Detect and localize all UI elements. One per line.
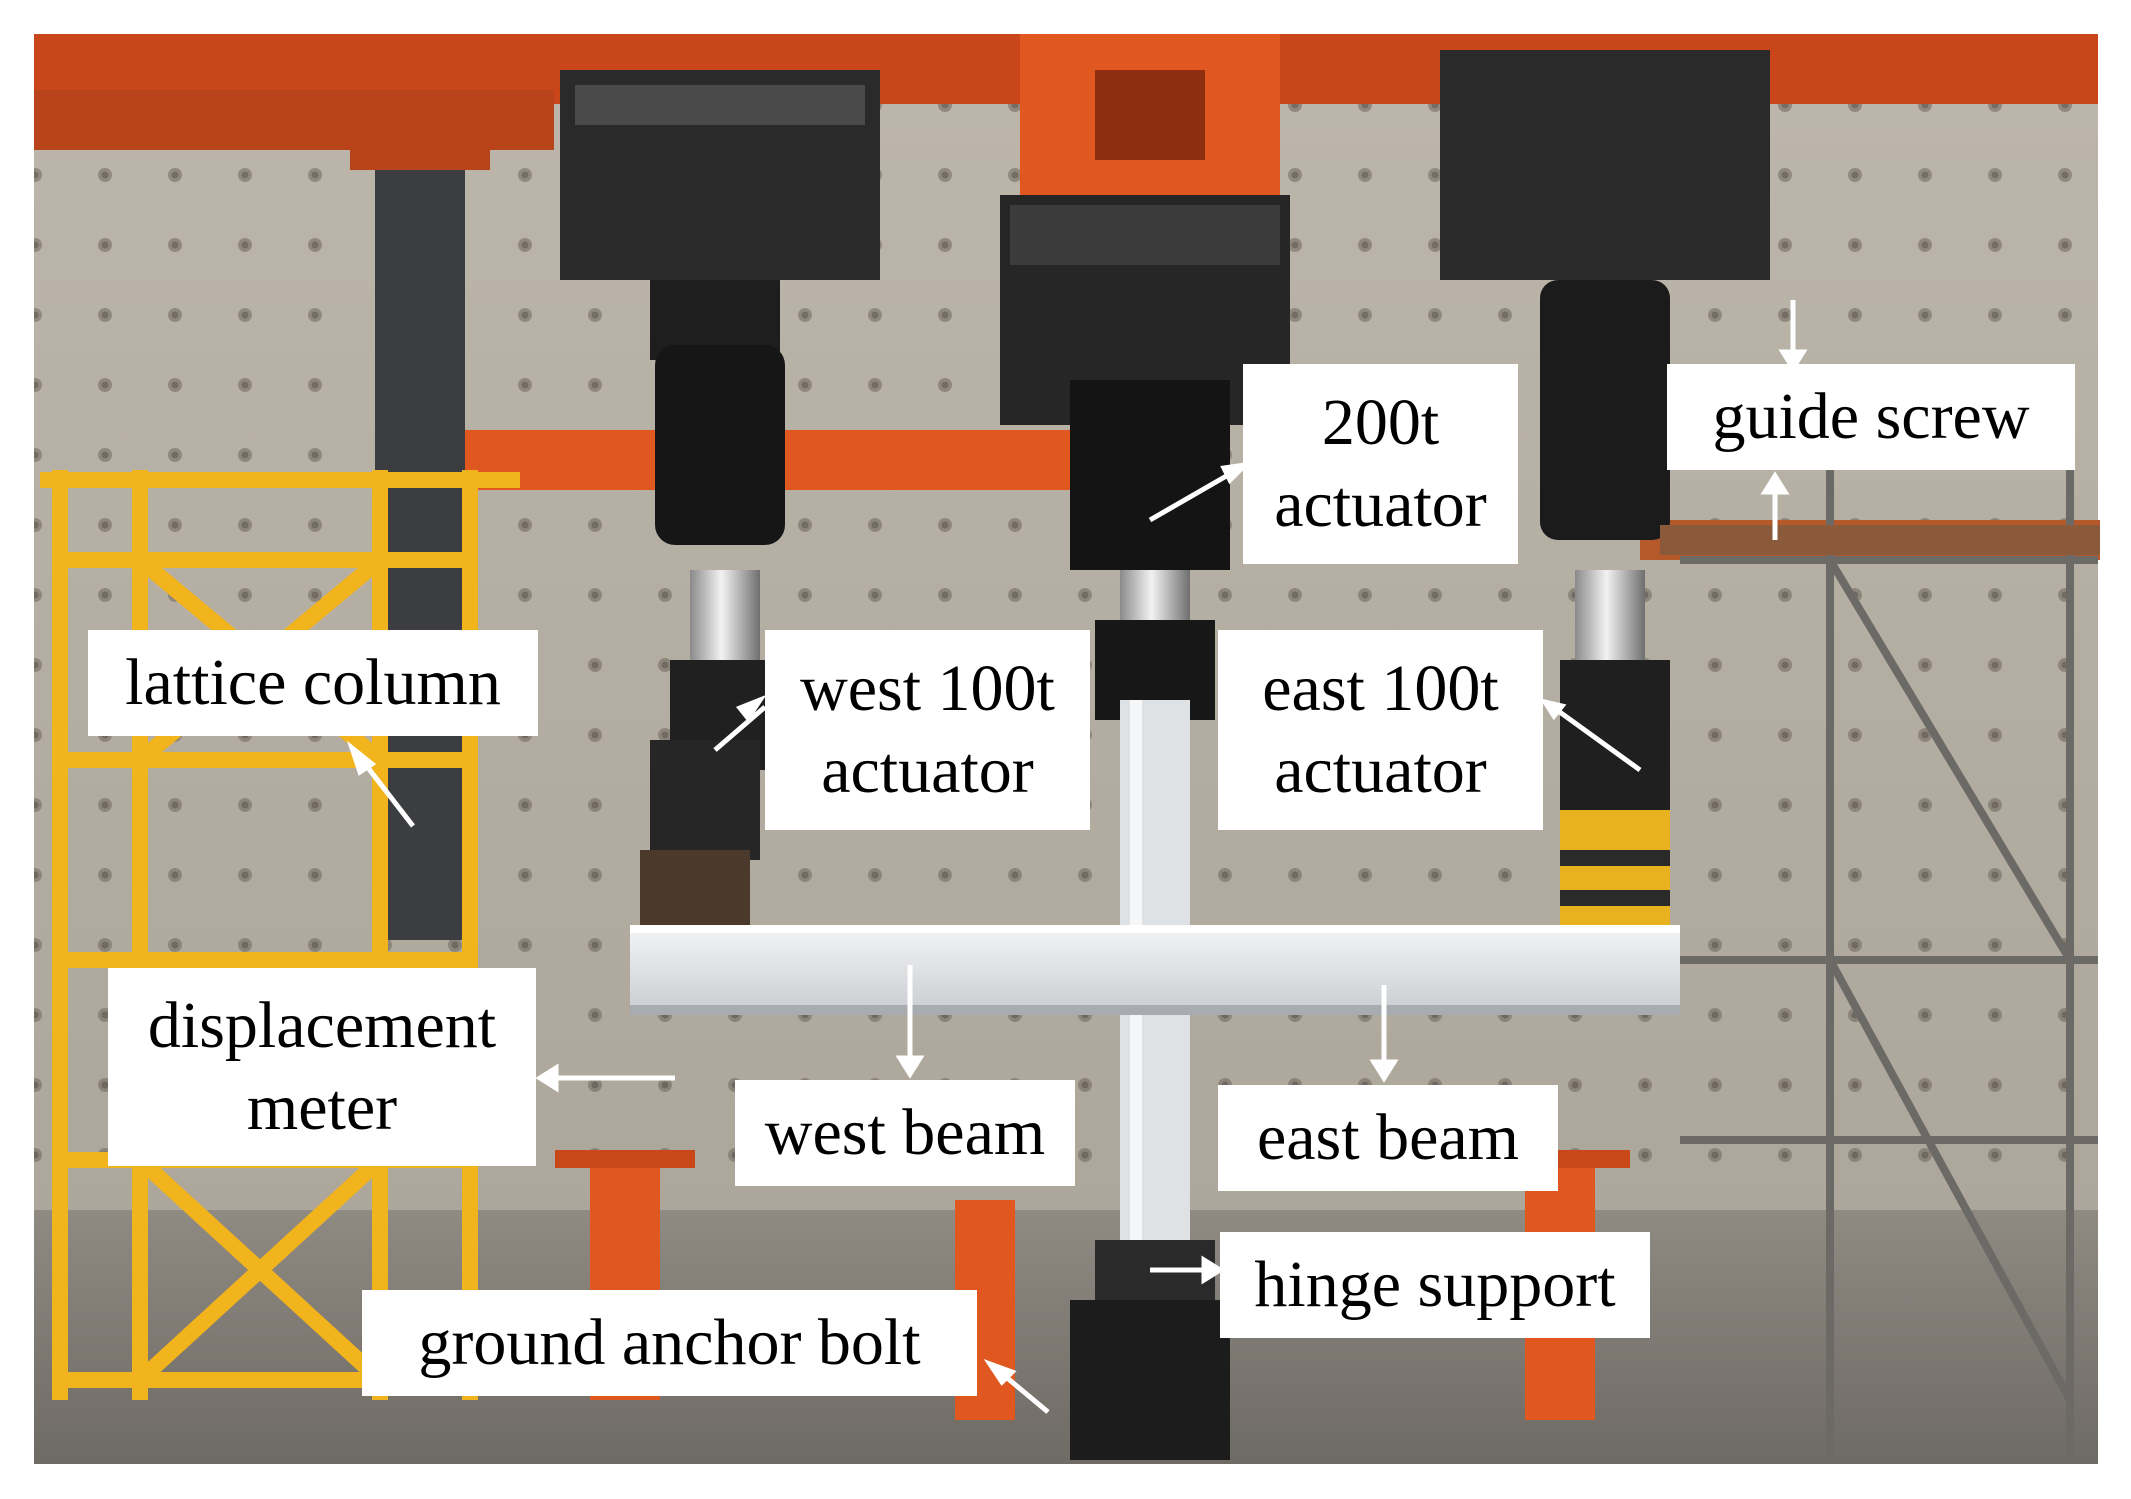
label-east-actuator-line2: actuator (1274, 734, 1487, 807)
label-west-actuator: west 100t actuator (765, 630, 1090, 830)
label-east-actuator: east 100t actuator (1218, 630, 1543, 830)
label-displacement-meter: displacement meter (108, 968, 536, 1166)
label-lattice-column: lattice column (88, 630, 538, 736)
label-hinge-support-text: hinge support (1254, 1247, 1616, 1321)
label-displacement-meter-line1: displacement (147, 988, 497, 1062)
label-ground-anchor-bolt: ground anchor bolt (362, 1290, 977, 1396)
label-ground-anchor-bolt-text: ground anchor bolt (418, 1305, 921, 1379)
scaffold-frame (1680, 460, 2098, 1464)
label-guide-screw-text: guide screw (1712, 379, 2030, 453)
lattice-column-frame (40, 470, 520, 1400)
label-east-beam-text: east beam (1256, 1100, 1520, 1174)
annotation-arrows (346, 300, 1808, 1414)
label-west-beam-text: west beam (764, 1095, 1046, 1169)
label-200t-actuator-line2: actuator (1274, 468, 1487, 541)
label-displacement-meter-line2: meter (246, 1071, 398, 1144)
label-200t-actuator-line1: 200t (1321, 385, 1440, 459)
label-hinge-support: hinge support (1220, 1232, 1650, 1338)
label-200t-actuator: 200t actuator (1243, 364, 1518, 564)
label-guide-screw: guide screw (1667, 364, 2075, 470)
label-east-actuator-line1: east 100t (1262, 651, 1499, 725)
label-west-actuator-line2: actuator (821, 734, 1034, 807)
label-lattice-column-text: lattice column (125, 645, 501, 719)
label-west-beam: west beam (735, 1080, 1075, 1186)
label-west-actuator-line1: west 100t (800, 651, 1055, 725)
label-east-beam: east beam (1218, 1085, 1558, 1191)
